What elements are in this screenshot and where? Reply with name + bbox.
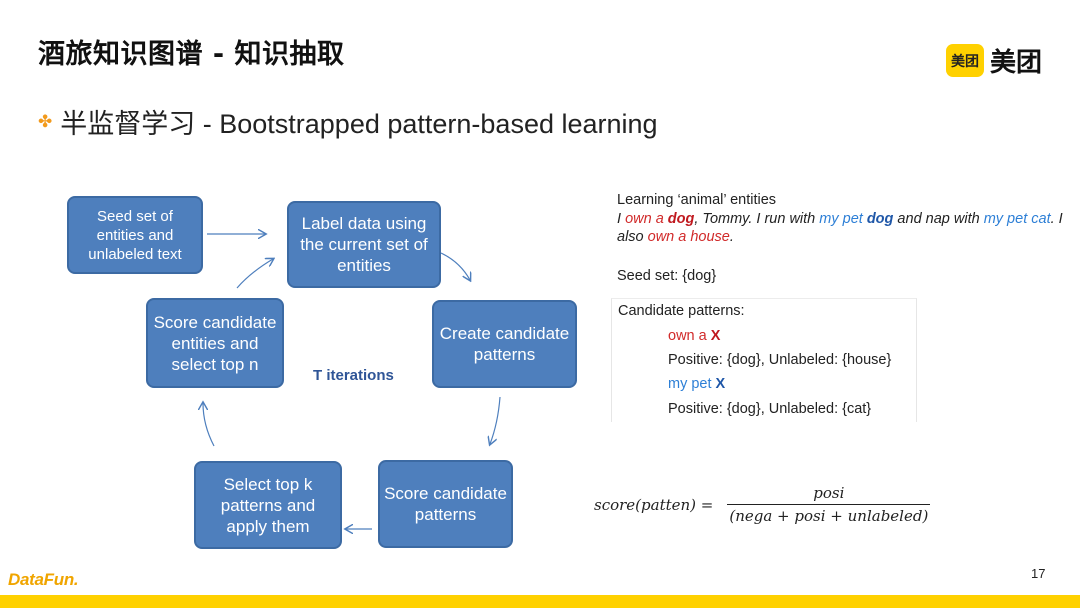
sentence-part: and nap with bbox=[893, 211, 984, 227]
candidate-patterns-block: Candidate patterns: own a X Positive: {d… bbox=[611, 298, 917, 422]
pattern-my-pet-stats: Positive: {dog}, Unlabeled: {cat} bbox=[668, 401, 872, 417]
arrow-score-entities-to-label bbox=[236, 259, 273, 289]
pattern-own-a-stats: Positive: {dog}, Unlabeled: {house} bbox=[668, 352, 892, 368]
example-block: Learning ‘animal’ entities I own a dog, … bbox=[617, 191, 1067, 246]
pattern-text: my pet bbox=[668, 376, 716, 392]
sentence-entity-dog: dog bbox=[866, 211, 894, 227]
sentence-part: , Tommy. I run with bbox=[694, 211, 820, 227]
sentence-pattern-own-a-house: own a house bbox=[647, 229, 730, 245]
sentence-part: . I also bbox=[617, 211, 1063, 245]
sentence-pattern-own-a: own a bbox=[625, 211, 664, 227]
meituan-logo: 美团 美团 bbox=[946, 42, 1042, 79]
footer-bar bbox=[0, 595, 1080, 608]
node-select-top-k: Select top k patterns and apply them bbox=[194, 461, 342, 549]
node-label-data: Label data using the current set of enti… bbox=[287, 201, 441, 288]
node-score-entities: Score candidate entities and select top … bbox=[146, 298, 284, 388]
subtitle-text: 半监督学习 - Bootstrapped pattern-based learn… bbox=[60, 109, 658, 139]
arrow-label-to-create bbox=[440, 252, 470, 280]
score-formula: score(patten) = posi (nega + posi + unla… bbox=[594, 484, 931, 525]
node-score-patterns: Score candidate patterns bbox=[378, 460, 513, 548]
flower-bullet-icon: ✤ bbox=[38, 111, 53, 132]
section-subtitle: ✤ 半监督学习 - Bootstrapped pattern-based lea… bbox=[38, 102, 658, 141]
arrow-select-to-score-entities bbox=[203, 403, 215, 447]
pattern-my-pet: my pet X bbox=[668, 376, 725, 392]
sentence-entity-dog: dog bbox=[667, 211, 695, 227]
sentence-part: I bbox=[617, 211, 626, 227]
pattern-own-a: own a X bbox=[668, 328, 720, 344]
meituan-logo-text: 美团 bbox=[990, 48, 1043, 78]
formula-numerator: posi bbox=[813, 484, 845, 502]
node-seed-set: Seed set of entities and unlabeled text bbox=[67, 196, 203, 274]
page-number: 17 bbox=[1031, 566, 1046, 581]
example-sentence: I own a dog, Tommy. I run with my pet do… bbox=[617, 210, 1067, 246]
pattern-variable: X bbox=[715, 376, 726, 392]
iterations-label: T iterations bbox=[313, 367, 394, 384]
candidate-patterns-title: Candidate patterns: bbox=[618, 303, 745, 319]
arrow-create-to-score-patterns bbox=[490, 396, 501, 444]
formula-fraction: posi (nega + posi + unlabeled) bbox=[727, 484, 931, 525]
sentence-entity-cat: cat bbox=[1031, 211, 1051, 227]
sentence-pattern-my-pet: my pet bbox=[819, 211, 863, 227]
formula-lhs: score(patten) = bbox=[594, 495, 714, 514]
example-heading: Learning ‘animal’ entities bbox=[617, 192, 777, 208]
formula-denominator: (nega + posi + unlabeled) bbox=[727, 504, 931, 525]
sentence-pattern-my-pet: my pet bbox=[983, 211, 1028, 227]
datafun-logo: DataFun. bbox=[8, 570, 79, 589]
pattern-text: own a bbox=[668, 328, 711, 344]
node-create-patterns: Create candidate patterns bbox=[432, 300, 577, 388]
page-title: 酒旅知识图谱 - 知识抽取 bbox=[38, 39, 345, 70]
seed-set-line: Seed set: {dog} bbox=[617, 268, 717, 284]
sentence-part: . bbox=[729, 229, 734, 245]
pattern-variable: X bbox=[710, 328, 721, 344]
meituan-logo-icon: 美团 bbox=[946, 44, 984, 77]
